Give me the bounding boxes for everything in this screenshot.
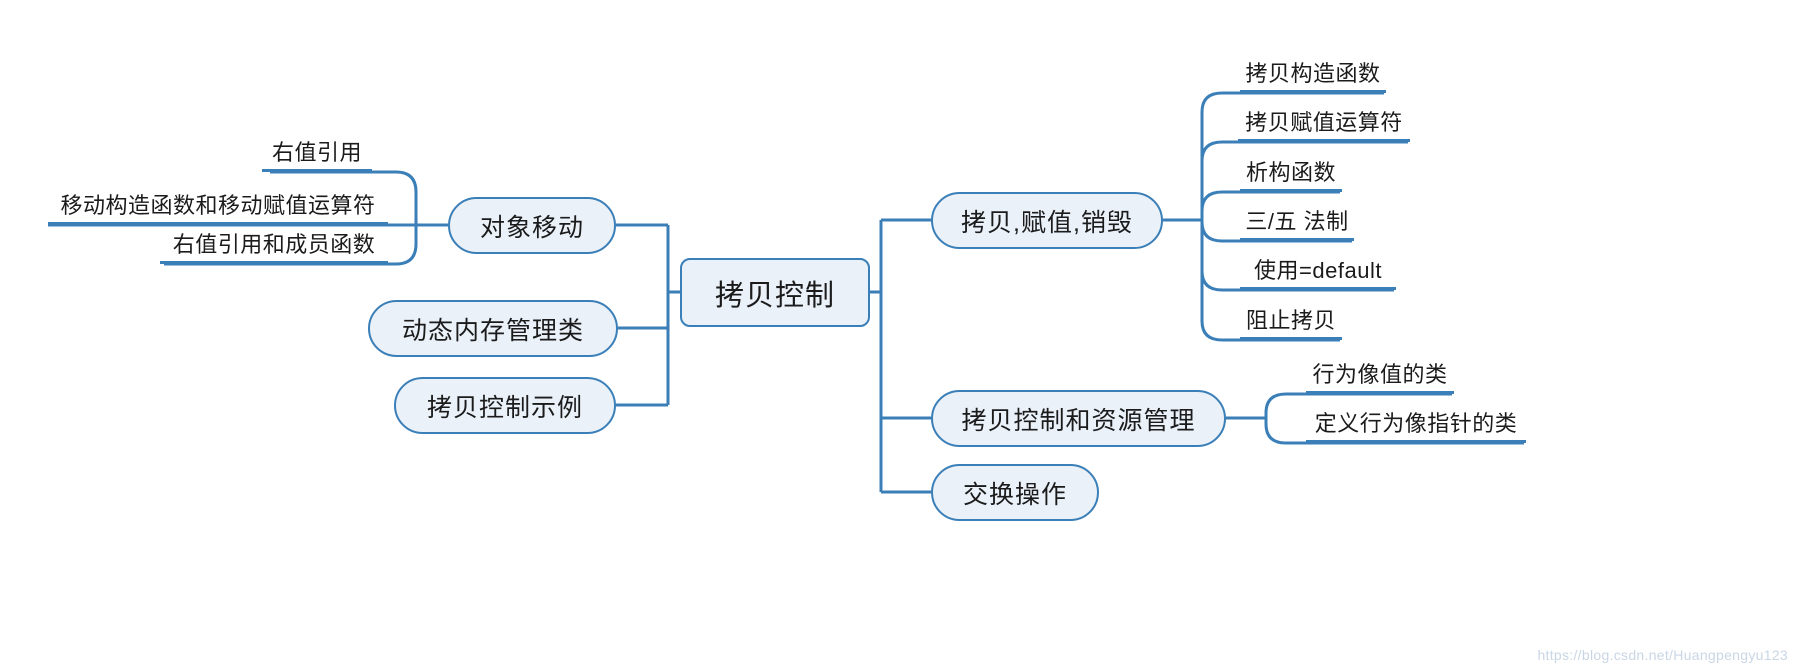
leaf-copy-assignment-operator[interactable]: 拷贝赋值运算符 (1238, 110, 1410, 142)
center-node-label: 拷贝控制 (714, 279, 835, 312)
branch-node-swap-operation[interactable]: 交换操作 (931, 464, 1099, 521)
leaf-label: 右值引用 (271, 140, 362, 165)
leaf-label: 阻止拷贝 (1245, 308, 1336, 333)
leaf-value-like-class[interactable]: 行为像值的类 (1306, 362, 1454, 394)
leaf-rule-of-three-five[interactable]: 三/五 法制 (1240, 209, 1354, 241)
leaf-destructor[interactable]: 析构函数 (1240, 160, 1342, 192)
branch-node-object-move[interactable]: 对象移动 (448, 197, 616, 254)
branch-label: 拷贝控制示例 (426, 393, 583, 422)
leaf-label: 拷贝赋值运算符 (1245, 110, 1403, 135)
branch-node-dynamic-memory[interactable]: 动态内存管理类 (368, 300, 618, 357)
branch-node-copy-assign-destroy[interactable]: 拷贝,赋值,销毁 (931, 192, 1163, 249)
leaf-prevent-copy[interactable]: 阻止拷贝 (1240, 308, 1342, 340)
branch-label: 交换操作 (962, 480, 1067, 509)
branch-label: 拷贝控制和资源管理 (961, 406, 1196, 435)
watermark-text: https://blog.csdn.net/Huangpengyu123 (1537, 647, 1788, 663)
leaf-pointer-like-class[interactable]: 定义行为像指针的类 (1306, 411, 1526, 443)
branch-label: 对象移动 (479, 213, 584, 242)
branch-label: 动态内存管理类 (401, 316, 584, 345)
leaf-label: 拷贝构造函数 (1245, 61, 1381, 86)
leaf-use-default[interactable]: 使用=default (1240, 258, 1396, 290)
leaf-rvalue-reference[interactable]: 右值引用 (262, 140, 372, 172)
leaf-label: 使用=default (1254, 258, 1382, 283)
leaf-label: 定义行为像指针的类 (1314, 411, 1518, 436)
leaf-copy-constructor[interactable]: 拷贝构造函数 (1240, 61, 1386, 93)
leaf-label: 右值引用和成员函数 (172, 232, 376, 257)
leaf-move-ctor-and-move-assign[interactable]: 移动构造函数和移动赋值运算符 (48, 193, 388, 225)
leaf-rvalue-ref-and-member-fn[interactable]: 右值引用和成员函数 (160, 232, 388, 264)
leaf-label: 析构函数 (1245, 160, 1336, 185)
leaf-label: 三/五 法制 (1245, 209, 1349, 234)
center-node[interactable]: 拷贝控制 (680, 258, 870, 327)
leaf-label: 移动构造函数和移动赋值运算符 (60, 193, 376, 218)
leaf-label: 行为像值的类 (1312, 362, 1448, 387)
branch-node-copy-control-example[interactable]: 拷贝控制示例 (394, 377, 616, 434)
branch-label: 拷贝,赋值,销毁 (961, 208, 1133, 237)
branch-node-copy-control-resource-management[interactable]: 拷贝控制和资源管理 (931, 390, 1226, 447)
